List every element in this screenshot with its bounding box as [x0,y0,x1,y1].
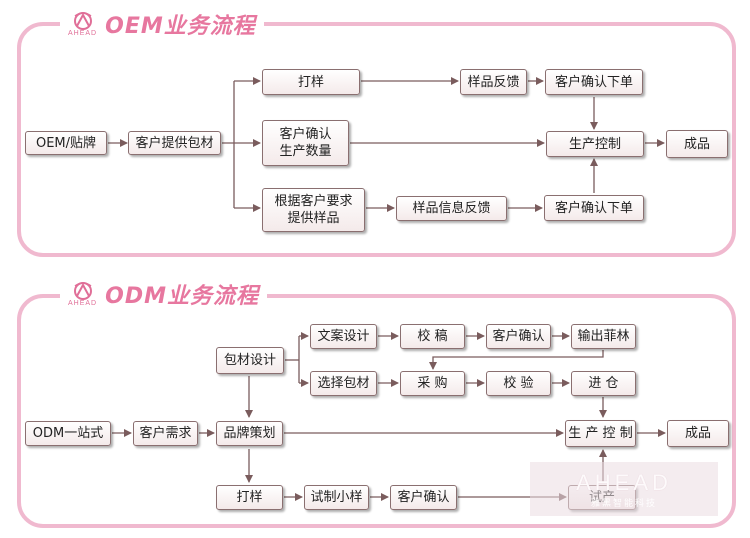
odm-package-design-node: 包材设计 [216,347,284,374]
odm-header: AHEAD ODM业务流程 [60,276,267,312]
odm-requirements-node: 客户需求 [133,421,198,446]
oem-confirm-qty-node: 客户确认 生产数量 [262,120,349,166]
oem-title: OEM业务流程 [105,14,256,39]
oem-materials-node: 客户提供包材 [128,131,221,155]
oem-custom-sample-node: 根据客户要求 提供样品 [262,188,365,232]
odm-trial-sample-node: 试制小样 [304,485,369,510]
oem-proofing-node: 打样 [262,69,360,95]
odm-film-output-node: 输出菲林 [571,324,636,349]
ahead-logo-icon [73,12,92,30]
oem-production-control-node: 生产控制 [546,131,644,157]
oem-confirm-order-top-node: 客户确认下单 [545,69,643,95]
ahead-logo: AHEAD [68,10,97,38]
odm-customer-confirm-node: 客户确认 [486,324,551,349]
odm-title: ODM业务流程 [105,284,259,309]
watermark-brand: AHEAD [576,469,672,495]
oem-sample-info-feedback-node: 样品信息反馈 [396,196,507,221]
oem-finished-node: 成品 [666,130,728,158]
odm-warehousing-node: 进 仓 [571,371,636,396]
odm-production-control-node: 生 产 控 制 [565,420,636,447]
odm-start-node: ODM一站式 [25,421,111,446]
odm-proofread-node: 校 稿 [400,324,465,349]
odm-select-materials-node: 选择包材 [310,371,377,396]
odm-brand-planning-node: 品牌策划 [216,421,283,446]
logo-text: AHEAD [68,30,98,37]
oem-header: AHEAD OEM业务流程 [60,6,264,42]
odm-finished-node: 成品 [667,420,729,447]
ahead-watermark: AHEAD 雅黑智能科技 [530,462,718,516]
odm-copy-design-node: 文案设计 [310,324,377,349]
logo-text: AHEAD [68,300,98,307]
oem-sample-feedback-node: 样品反馈 [460,69,527,95]
ahead-logo: AHEAD [68,280,97,308]
watermark-subtitle: 雅黑智能科技 [590,498,657,509]
odm-proofing-node: 打样 [216,485,283,510]
odm-purchase-node: 采 购 [400,371,465,396]
oem-confirm-order-bottom-node: 客户确认下单 [544,195,644,221]
oem-start-node: OEM/贴牌 [25,131,107,155]
ahead-logo-icon [73,282,92,300]
odm-customer-confirm-2-node: 客户确认 [390,485,457,510]
odm-inspection-node: 校 验 [486,371,551,396]
